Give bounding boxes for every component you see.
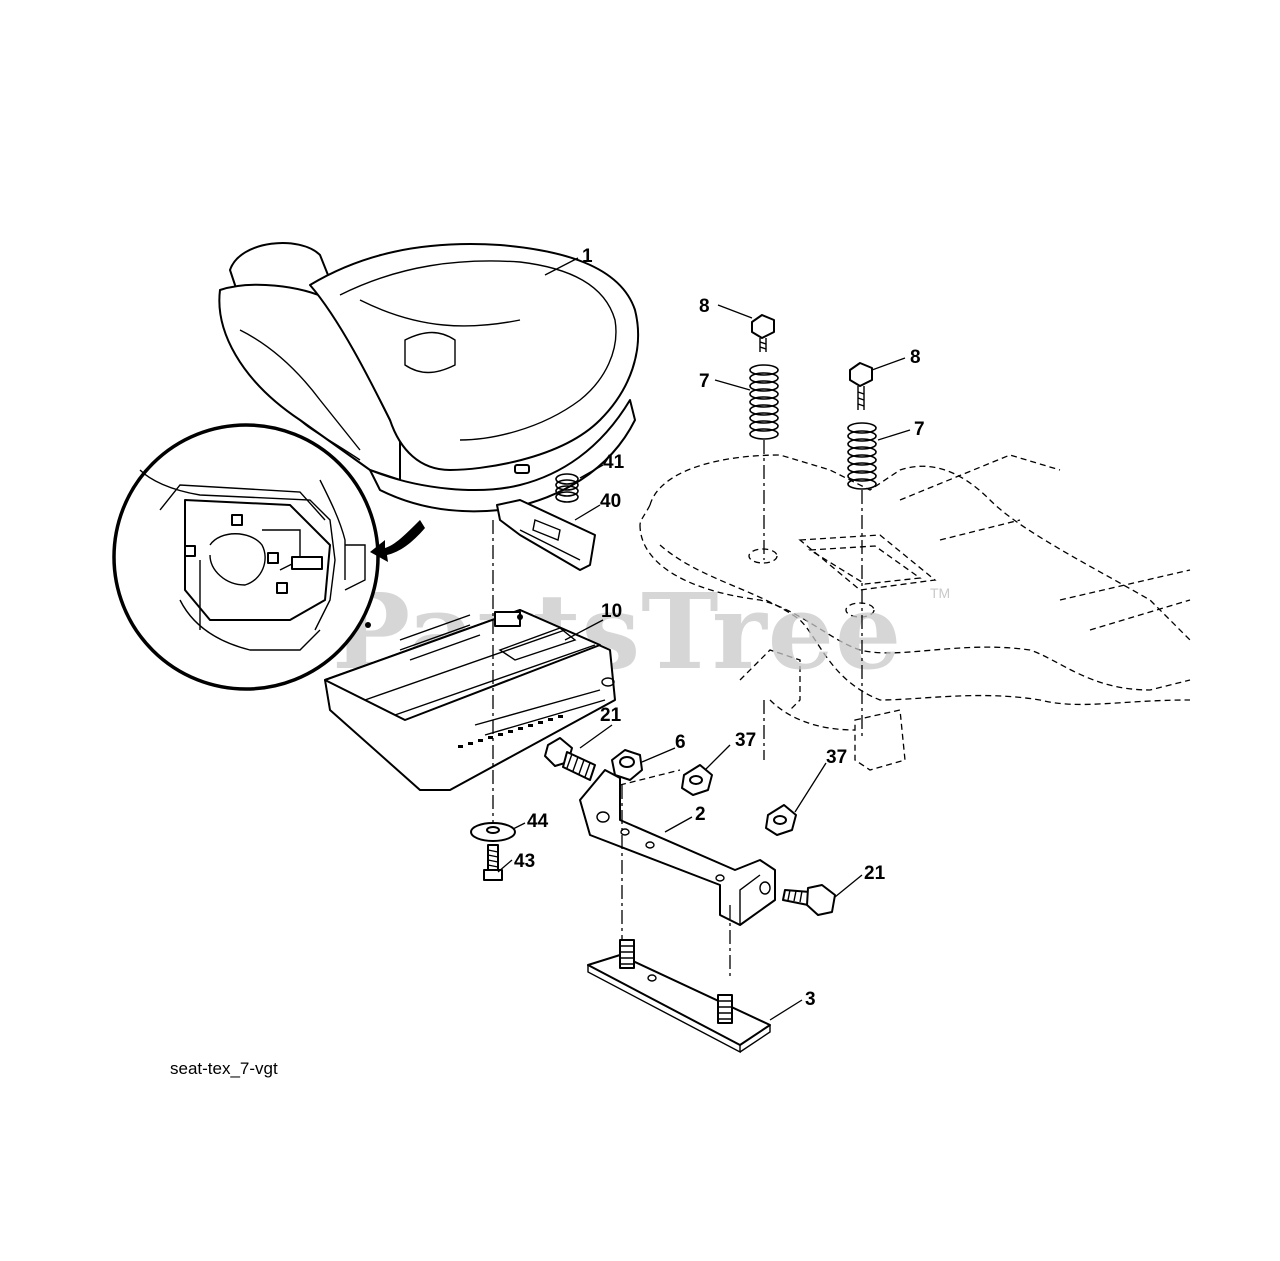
detail-inset (112, 423, 425, 691)
flange-nut-lower[interactable] (765, 804, 797, 836)
callout-labels: 1 8 8 7 7 41 40 10 21 6 37 37 2 44 43 21… (514, 246, 925, 1010)
callout-7-right: 7 (914, 419, 925, 440)
spring-bolt-right[interactable] (849, 362, 873, 410)
callout-6: 6 (675, 732, 686, 753)
hex-bolt-left[interactable] (544, 737, 596, 781)
callout-44: 44 (527, 811, 549, 832)
seat-spring[interactable] (555, 473, 579, 503)
callout-40: 40 (600, 491, 621, 512)
seat-pan[interactable] (324, 609, 616, 791)
callout-8-right: 8 (910, 347, 921, 368)
diagram-caption: seat-tex_7-vgt (170, 1059, 278, 1078)
spring-left[interactable] (749, 364, 779, 440)
callout-37-lower: 37 (826, 747, 847, 768)
seat-clip[interactable] (496, 499, 596, 571)
flange-nut-upper[interactable] (681, 764, 713, 796)
callout-1: 1 (582, 246, 593, 267)
seat-bracket[interactable] (579, 769, 776, 926)
leader-lines (497, 257, 911, 1021)
callout-21-left: 21 (600, 705, 622, 726)
hex-bolt-right[interactable] (782, 884, 836, 916)
callout-37-upper: 37 (735, 730, 756, 751)
spring-right[interactable] (847, 422, 877, 490)
callout-41: 41 (603, 452, 625, 473)
callout-2: 2 (695, 804, 706, 825)
callout-21-right: 21 (864, 863, 886, 884)
shoulder-bolt[interactable] (483, 844, 503, 881)
mower-frame-outline (639, 454, 1191, 771)
watermark-trademark: TM (930, 585, 950, 601)
callout-43: 43 (514, 851, 535, 872)
base-plate[interactable] (587, 939, 771, 1054)
callout-8-left: 8 (699, 296, 710, 317)
callout-3: 3 (805, 989, 816, 1010)
callout-10: 10 (601, 601, 622, 622)
spring-bolt-left[interactable] (751, 314, 775, 352)
connector-nut (619, 769, 681, 786)
callout-7-left: 7 (699, 371, 710, 392)
washer[interactable] (470, 822, 516, 842)
